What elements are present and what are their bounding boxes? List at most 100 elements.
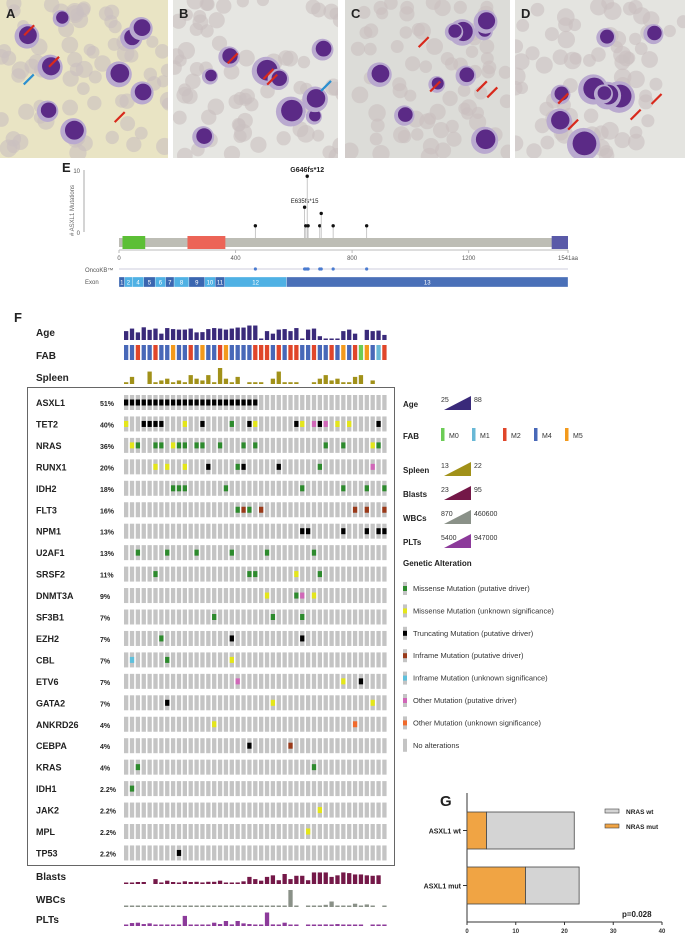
alteration-mark (229, 399, 234, 406)
oncoprint-cell (305, 545, 311, 561)
oncoprint-cell (352, 480, 358, 496)
oncoprint-cell (194, 523, 199, 539)
fab-code: M1 (480, 433, 490, 440)
oncoprint-cell (329, 459, 334, 475)
lollipop-head (306, 224, 310, 228)
oncoprint-cell (358, 545, 364, 561)
oncoprint-cell (358, 802, 364, 818)
alteration-mark (165, 549, 170, 556)
oncoprint-cell (370, 566, 375, 582)
oncoprint-cell (124, 673, 129, 689)
oncoprint-cell (241, 588, 246, 604)
oncoprint-cell (212, 759, 217, 775)
oncoprint-cell (370, 416, 375, 432)
oncoprint-cell (264, 566, 270, 582)
fab-cell (341, 345, 346, 360)
oncoprint-cell (235, 566, 240, 582)
oncoprint-cell (311, 802, 317, 818)
red-blood-cell (223, 63, 240, 80)
oncoprint-cell (276, 802, 281, 818)
red-blood-cell (461, 107, 474, 120)
oncoprint-cell (259, 738, 264, 754)
oncoprint-cell (176, 609, 182, 625)
wbcs-bar (358, 905, 364, 907)
oncoprint-cell (147, 673, 152, 689)
alteration-mark (300, 614, 305, 620)
oncoprint-cell (382, 395, 387, 410)
oncoprint-cell (253, 630, 258, 646)
red-blood-cell (544, 27, 559, 42)
fab-code: M0 (449, 433, 459, 440)
oncoprint-cell (182, 759, 187, 775)
oncoprint-cell (358, 824, 364, 839)
gene-name: JAK2 (36, 806, 59, 816)
oncokb-dot (331, 267, 335, 271)
wbcs-bar (159, 905, 164, 907)
oncoprint-cell (329, 588, 334, 604)
oncoprint-cell (347, 716, 352, 732)
legend-label-plts: PLTs (403, 538, 422, 547)
oncoprint-cell (282, 630, 287, 646)
spleen-bar (317, 378, 323, 384)
arrow-icon (650, 93, 663, 105)
oncoprint-cell (212, 588, 217, 604)
oncoprint-cell (247, 716, 252, 732)
alteration-mark (188, 399, 193, 406)
alteration-mark (341, 528, 346, 535)
spleen-bar (253, 382, 258, 384)
red-blood-cell (351, 86, 369, 104)
alteration-mark (253, 399, 258, 406)
oncoprint-cell (194, 566, 199, 582)
oncoprint-cell (141, 781, 146, 797)
oncoprint-cell (170, 738, 176, 754)
gene-name: KRAS (36, 763, 62, 773)
exon-number: 8 (180, 281, 184, 287)
oncoprint-cell (259, 545, 264, 561)
oncoprint-cell (176, 802, 182, 818)
oncoprint-cell (382, 802, 387, 818)
oncoprint-cell (217, 759, 223, 775)
legend-max: 22 (474, 463, 482, 470)
oncoprint-cell (382, 437, 387, 453)
oncoprint-cell (241, 480, 246, 496)
oncoprint-cell (235, 588, 240, 604)
alteration-mark (305, 528, 311, 535)
oncoprint-cell (206, 523, 211, 539)
red-blood-cell (440, 52, 455, 66)
oncoprint-cell (153, 802, 158, 818)
exon-number: 2 (127, 281, 131, 287)
plts-bar (153, 924, 158, 926)
oncoprint-cell (358, 523, 364, 539)
alteration-mark (294, 592, 299, 599)
alteration-mark (300, 485, 305, 492)
oncoprint-cell (141, 673, 146, 689)
oncoprint-cell (235, 802, 240, 818)
oncoprint-cell (159, 845, 164, 861)
oncoprint-cell (194, 502, 199, 518)
age-bar (229, 328, 234, 340)
red-blood-cell (373, 0, 388, 15)
oncoprint-cell (288, 802, 293, 818)
oncoprint-cell (235, 523, 240, 539)
age-bar (352, 333, 358, 340)
oncoprint-cell (212, 802, 217, 818)
fab-cell (282, 345, 287, 360)
alteration-mark (212, 614, 217, 620)
alteration-mark (364, 485, 369, 492)
fab-cell (141, 345, 146, 360)
fab-cell (176, 345, 182, 360)
alteration-mark (176, 849, 182, 856)
alteration-mark (206, 399, 211, 406)
oncoprint-cell (270, 566, 276, 582)
oncoprint-cell (305, 673, 311, 689)
oncoprint-cell (141, 459, 146, 475)
oncoprint-cell (376, 652, 381, 668)
oncoprint-cell (329, 545, 334, 561)
plts-bar (305, 924, 311, 926)
gene-percent: 2.2% (100, 830, 117, 837)
red-blood-cell (208, 12, 225, 29)
legend-min: 870 (441, 511, 453, 518)
alteration-mark (153, 399, 158, 406)
blasts-bar (370, 875, 375, 884)
